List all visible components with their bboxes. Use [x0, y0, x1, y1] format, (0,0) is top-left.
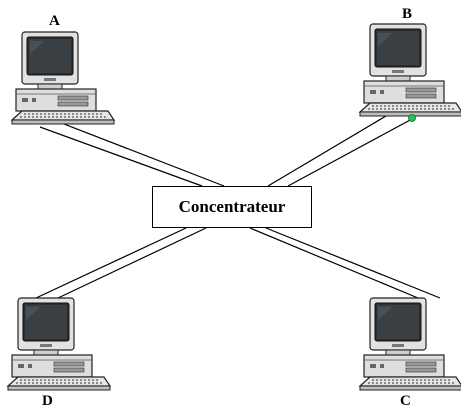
computer-a-icon: [11, 31, 115, 125]
node-label-c: C: [400, 393, 411, 409]
hub-box: Concentrateur: [152, 186, 312, 228]
computer-c-icon: [359, 297, 461, 391]
status-light: [408, 114, 416, 122]
node-label-d: D: [42, 393, 53, 409]
link-b-hub: [267, 115, 413, 187]
computer-d-icon: [7, 297, 111, 391]
node-label-b: B: [402, 6, 413, 22]
hub-label: Concentrateur: [178, 197, 286, 216]
link-c-hub: [249, 227, 441, 299]
link-d-hub: [35, 227, 207, 299]
link-a-hub: [39, 123, 225, 187]
computer-b-icon: [359, 23, 461, 117]
node-label-a: A: [49, 13, 60, 29]
